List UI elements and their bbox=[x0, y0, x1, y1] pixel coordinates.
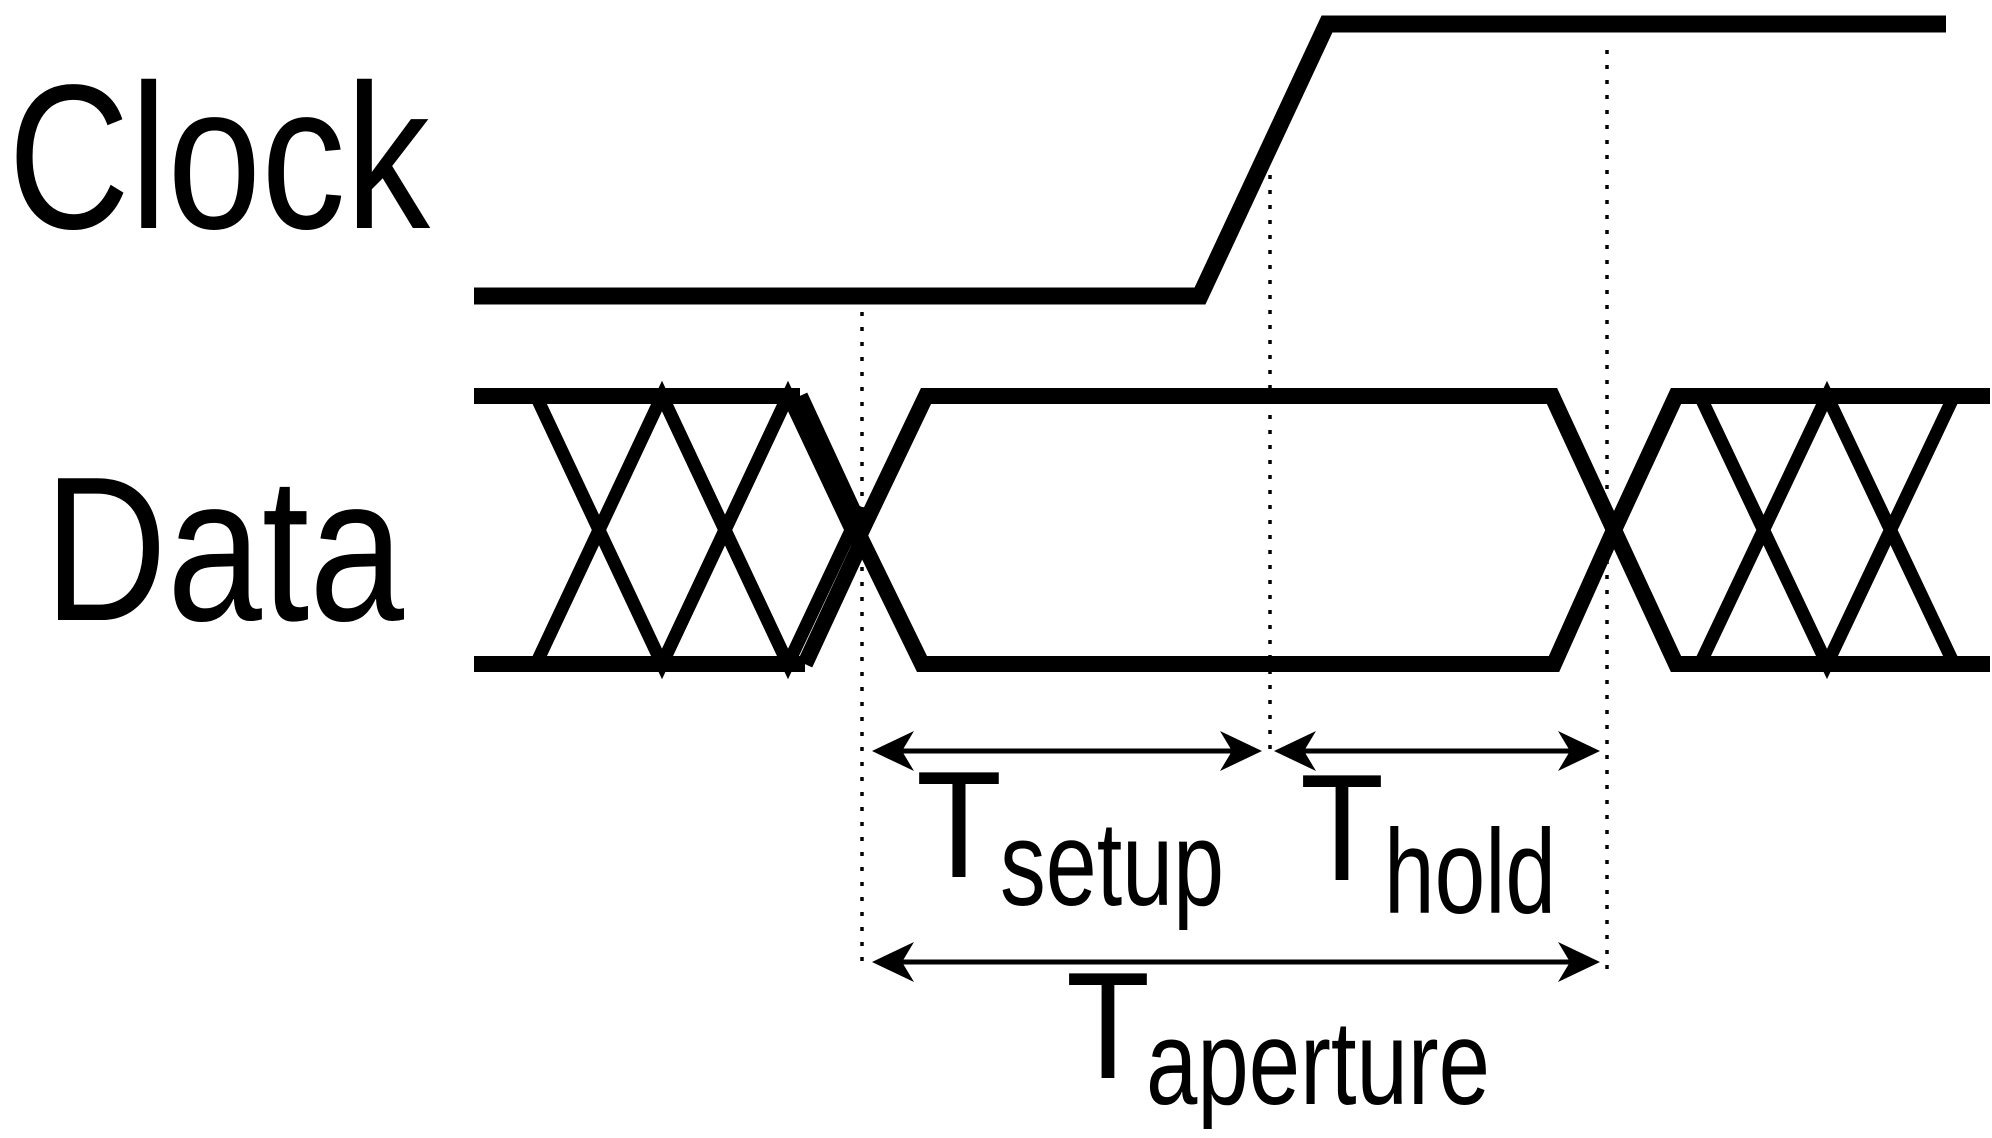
aperture-time-symbol: T bbox=[1066, 941, 1150, 1111]
aperture-time-subscript: aperture bbox=[1146, 996, 1490, 1130]
data-valid-top bbox=[792, 388, 1622, 549]
setup-time-symbol: T bbox=[916, 740, 1002, 910]
setup-time-subscript: setup bbox=[1000, 797, 1224, 931]
setup-time-arrow bbox=[872, 731, 1262, 771]
hold-time-arrow bbox=[1274, 731, 1600, 771]
hold-time-label: T hold bbox=[1300, 743, 1556, 939]
data-invalid-region-left bbox=[474, 380, 868, 680]
data-label: Data bbox=[44, 434, 404, 664]
clock-waveform bbox=[474, 15, 1946, 305]
setup-time-label: T setup bbox=[916, 740, 1224, 931]
hold-time-subscript: hold bbox=[1384, 805, 1556, 939]
aperture-time-arrow bbox=[872, 942, 1600, 982]
data-invalid-region-right bbox=[1606, 380, 1990, 680]
aperture-time-label: T aperture bbox=[1066, 941, 1490, 1130]
reference-lines bbox=[860, 50, 1609, 970]
data-valid-bottom bbox=[797, 522, 1622, 672]
hold-time-symbol: T bbox=[1300, 743, 1384, 913]
clock-label: Clock bbox=[8, 42, 431, 272]
